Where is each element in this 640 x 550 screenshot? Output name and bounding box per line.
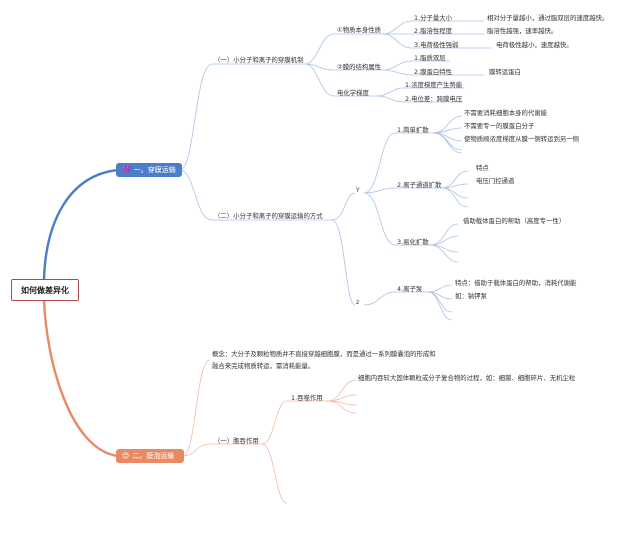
branch-label: 一。穿膜运输 [133, 166, 176, 174]
node-s1-c-2[interactable]: 2.电位差：跨膜电压 [405, 95, 463, 103]
node-simple-2[interactable]: 不需要专一的膜蛋白分子 [464, 122, 535, 130]
node-s1-b[interactable]: ②膜的结构属性 [337, 63, 382, 71]
node-s1-a-2[interactable]: 2.脂溶性程度 [414, 27, 453, 35]
node-ion-pump[interactable]: 4.离子泵 [397, 285, 423, 293]
heart-icon: 💜 [122, 166, 131, 174]
node-s1-a-1[interactable]: 1.分子量大小 [414, 14, 453, 22]
branch-membrane-transport[interactable]: 💜 一。穿膜运输 [116, 163, 182, 177]
node-channel-diffusion[interactable]: 2.离子通道扩散 [397, 181, 442, 189]
node-s1-c[interactable]: 电化学梯度 [337, 89, 369, 97]
node-facilitated-diffusion[interactable]: 3.易化扩散 [397, 238, 429, 246]
node-s2[interactable]: （二）小分子和离子的穿膜运输的方式 [214, 212, 323, 220]
node-simple-diffusion[interactable]: 1.简单扩散 [397, 126, 429, 134]
node-channel-1[interactable]: 特点 [476, 164, 489, 172]
node-s1-b-2[interactable]: 2.膜蛋白特性 [414, 68, 453, 76]
node-s1-a-2-desc[interactable]: 脂溶性越强，速率越快。 [487, 27, 558, 35]
branch-label: 二。膜泡运输 [132, 452, 175, 460]
node-s1-a-3[interactable]: 3.电荷极性强弱 [414, 41, 459, 49]
node-s2-z[interactable]: z [356, 299, 360, 306]
node-channel-2[interactable]: 电压门控通道 [476, 177, 515, 185]
node-facilitated-1[interactable]: 借助载体蛋白的帮助（高度专一性） [463, 217, 566, 225]
node-phagocytosis[interactable]: 1.吞噬作用 [291, 394, 323, 402]
node-pump-1[interactable]: 特点：借助于载体蛋白的帮助，消耗代谢能 [455, 279, 577, 287]
node-s1-a[interactable]: ①物质本身性质 [337, 26, 382, 34]
node-s1-b-2-desc[interactable]: 膜转运蛋白 [489, 68, 521, 76]
root-node[interactable]: 如何做差异化 [11, 279, 79, 301]
node-simple-1[interactable]: 不需要消耗细胞本身的代谢能 [464, 109, 548, 117]
node-endocytosis[interactable]: （一）胞吞作用 [214, 437, 259, 445]
node-phagocytosis-desc[interactable]: 细胞内吞较大固体颗粒或分子复合物的过程，如：细菌、细胞碎片、无机尘粒 [358, 374, 576, 382]
node-s1[interactable]: （一）小分子和离子的穿膜机制 [214, 56, 304, 64]
node-s1-a-1-desc[interactable]: 相对分子量越小，通过脂双层的速度越快。 [487, 14, 609, 22]
node-s1-a-3-desc[interactable]: 电荷极性越小，速度越快。 [496, 41, 573, 49]
node-s1-c-1[interactable]: 1.浓度梯度产生势能 [405, 81, 463, 89]
smile-icon: 😊 [122, 452, 130, 460]
node-concept-line-2[interactable]: 融合来完成物质转运，需消耗能量。 [212, 362, 315, 370]
node-s1-b-1[interactable]: 1.脂质双层 [414, 54, 446, 62]
node-simple-3[interactable]: 使物质顺浓度梯度从膜一侧转运到另一侧 [464, 135, 580, 143]
node-concept-line-1[interactable]: 概念：大分子及颗粒物质并不直接穿越细胞膜，而是通过一系列膜囊泡的形成和 [212, 350, 436, 358]
node-s2-y[interactable]: Y [356, 187, 360, 194]
node-pump-2[interactable]: 如：钠钾泵 [455, 292, 487, 300]
branch-vesicle-transport[interactable]: 😊 二。膜泡运输 [116, 449, 184, 463]
